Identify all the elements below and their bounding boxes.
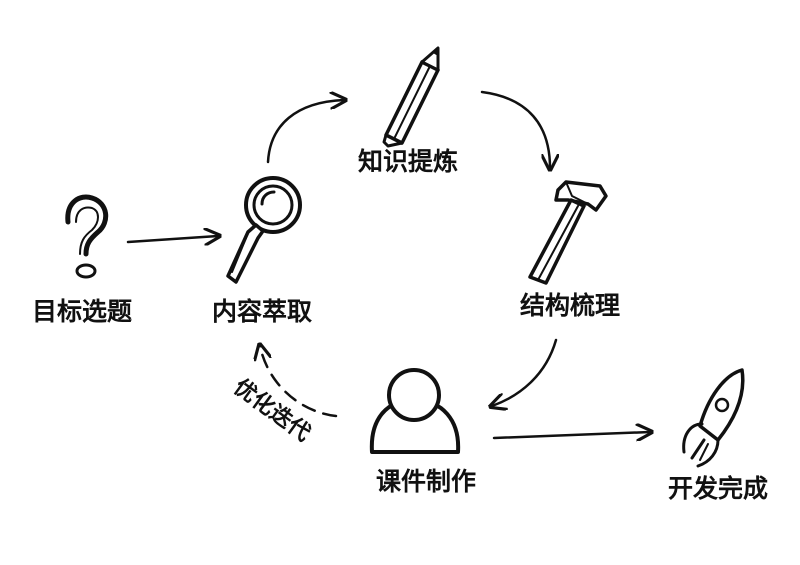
pencil-icon — [382, 46, 440, 148]
arrow-extract-to-refine — [266, 100, 344, 164]
step-label-extract: 内容萃取 — [212, 297, 312, 326]
arrow-produce-to-done — [492, 432, 650, 438]
hammer-icon — [528, 180, 608, 285]
rocket-icon — [682, 368, 745, 468]
question-mark-icon — [65, 194, 109, 279]
step-label-topic: 目标选题 — [32, 297, 132, 326]
step-label-iterate: 优化迭代 — [229, 374, 315, 447]
arrow-iterate-back — [260, 346, 338, 418]
step-label-refine: 知识提炼 — [358, 147, 458, 176]
arrow-topic-to-extract — [126, 236, 218, 242]
arrow-refine-to-organize — [480, 90, 550, 168]
arrow-organize-to-produce — [492, 338, 558, 406]
step-label-produce: 课件制作 — [376, 467, 476, 496]
magnifier-icon — [226, 176, 302, 284]
step-label-organize: 结构梳理 — [520, 291, 620, 320]
step-label-done: 开发完成 — [668, 474, 768, 503]
person-icon — [369, 368, 461, 454]
